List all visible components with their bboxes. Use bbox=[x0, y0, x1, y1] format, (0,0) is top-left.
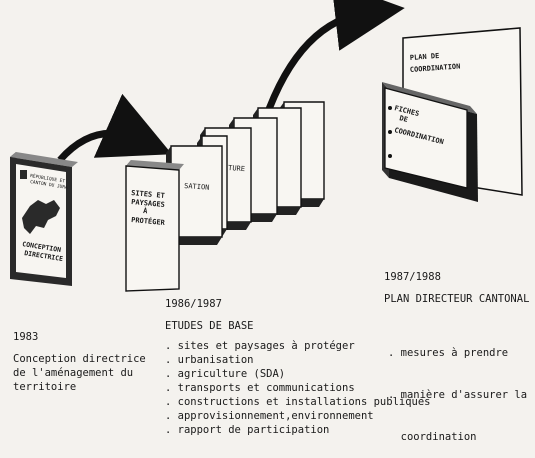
stage3-year: 1987/1988 bbox=[384, 271, 441, 283]
front-volume-line-2: PAYSAGES bbox=[131, 198, 165, 209]
stage1-caption-line: territoire bbox=[13, 381, 77, 393]
list-item: . sites et paysages à protéger bbox=[165, 340, 355, 352]
fiches-de-coordination-binder: FICHES DE COORDINATION bbox=[382, 82, 478, 202]
volume-2-title: SATION bbox=[184, 182, 210, 192]
stage2-title: ETUDES DE BASE bbox=[165, 320, 254, 332]
list-item: . approvisionnement,environnement bbox=[165, 410, 374, 422]
list-item: . mesures à prendre bbox=[388, 347, 509, 359]
front-volume-line-3: À bbox=[143, 206, 149, 215]
board-title-line-2: COORDINATION bbox=[410, 62, 461, 74]
study-volume-1: SITES ET PAYSAGES À PROTÉGER bbox=[125, 160, 184, 292]
list-item: . transports et communications bbox=[165, 382, 355, 394]
stage3-item-list: . mesures à prendre . manière d'assurer … bbox=[388, 318, 527, 458]
stage1-caption-line: Conception directrice bbox=[13, 353, 146, 365]
stage2-item-list: . sites et paysages à protéger . urbanis… bbox=[165, 339, 431, 437]
board-title-line-1: PLAN DE bbox=[410, 52, 440, 62]
stage1-year: 1983 bbox=[13, 331, 39, 343]
list-item: coordination bbox=[388, 431, 477, 443]
stage3-title: PLAN DIRECTEUR CANTONAL bbox=[384, 293, 530, 305]
list-item: . urbanisation bbox=[165, 354, 254, 366]
booklet-header-line-2: CANTON DU JURA bbox=[30, 179, 69, 191]
volume-3-title: TURE bbox=[228, 164, 245, 173]
stage1-caption: Conception directrice de l'aménagement d… bbox=[13, 352, 146, 394]
binder-title-line-2: DE bbox=[399, 114, 409, 124]
etudes-de-base-volumes: TURE SATION SITES ET PAYSAGES À PROTÉGER bbox=[125, 101, 325, 292]
list-item: . rapport de participation bbox=[165, 424, 330, 436]
progress-arrow-1 bbox=[57, 93, 172, 163]
front-volume-line-1: SITES ET bbox=[131, 189, 165, 200]
stage2-year: 1986/1987 bbox=[165, 298, 222, 310]
list-item: . agriculture (SDA) bbox=[165, 368, 286, 380]
conception-directrice-booklet: RÉPUBLIQUE ET CANTON DU JURA CONCEPTION … bbox=[10, 152, 78, 286]
stage1-caption-line: de l'aménagement du bbox=[13, 367, 134, 379]
jura-map-silhouette bbox=[22, 200, 60, 234]
front-volume-line-4: PROTÉGER bbox=[131, 215, 166, 227]
list-item: . constructions et installations publiqu… bbox=[165, 396, 431, 408]
progress-arrow-2 bbox=[261, 0, 405, 122]
list-item: . manière d'assurer la bbox=[388, 389, 528, 401]
